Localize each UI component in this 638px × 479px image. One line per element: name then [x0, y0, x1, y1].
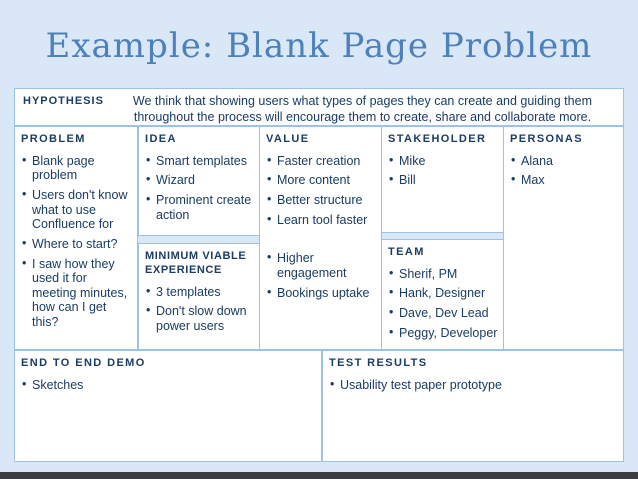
list-item: I saw how they used it for meeting minut… — [21, 255, 133, 330]
list-item: Prominent create action — [145, 192, 255, 222]
end-to-end-demo-box: END TO END DEMO Sketches — [14, 350, 322, 462]
stakeholder-box: STAKEHOLDER Mike Bill — [381, 126, 504, 233]
personas-list: Alana Max — [510, 153, 619, 188]
hypothesis-label: HYPOTHESIS — [23, 95, 104, 107]
test-results-list: Usability test paper prototype — [329, 377, 619, 393]
list-item: 3 templates — [145, 284, 255, 300]
list-item: Don't slow down power users — [145, 303, 255, 333]
list-item: Learn tool faster — [266, 212, 377, 228]
value-list: Faster creation More content Better stru… — [266, 153, 377, 301]
list-item: Blank page problem — [21, 153, 133, 183]
problem-list: Blank page problem Users don't know what… — [21, 153, 133, 330]
list-item: Higher engagement — [266, 250, 377, 280]
personas-box: PERSONAS Alana Max — [503, 126, 624, 350]
list-item: Where to start? — [21, 236, 133, 252]
stakeholder-list: Mike Bill — [388, 153, 499, 188]
list-item: Hank, Designer — [388, 285, 499, 301]
idea-box: IDEA Smart templates Wizard Prominent cr… — [138, 126, 260, 236]
minimum-viable-experience-title: MINIMUM VIABLE EXPERIENCE — [145, 250, 247, 276]
value-title: VALUE — [266, 133, 310, 145]
problem-box: PROBLEM Blank page problem Users don't k… — [14, 126, 138, 350]
list-item: Mike — [388, 153, 499, 169]
problem-title: PROBLEM — [21, 133, 86, 145]
team-title: TEAM — [388, 246, 425, 258]
value-box: VALUE Faster creation More content Bette… — [259, 126, 382, 350]
stakeholder-title: STAKEHOLDER — [388, 133, 487, 145]
idea-list: Smart templates Wizard Prominent create … — [145, 153, 255, 223]
list-item: More content — [266, 172, 377, 188]
minimum-viable-experience-box: MINIMUM VIABLE EXPERIENCE 3 templates Do… — [138, 243, 260, 350]
list-item: Bookings uptake — [266, 285, 377, 301]
list-item: Sherif, PM — [388, 266, 499, 282]
bottom-bar — [0, 472, 638, 479]
list-item: Better structure — [266, 192, 377, 208]
page-title: Example: Blank Page Problem — [45, 26, 593, 66]
test-results-title: TEST RESULTS — [329, 357, 428, 369]
list-item: Sketches — [21, 377, 317, 393]
list-item: Usability test paper prototype — [329, 377, 619, 393]
list-item: Wizard — [145, 172, 255, 188]
list-item: Alana — [510, 153, 619, 169]
list-item: Faster creation — [266, 153, 377, 169]
end-to-end-demo-title: END TO END DEMO — [21, 357, 146, 369]
list-item: Bill — [388, 172, 499, 188]
team-list: Sherif, PM Hank, Designer Dave, Dev Lead… — [388, 266, 499, 341]
list-item: Users don't know what to use Confluence … — [21, 187, 133, 232]
list-item: Max — [510, 172, 619, 188]
hypothesis-box: HYPOTHESIS We think that showing users w… — [14, 88, 624, 126]
hypothesis-text: We think that showing users what types o… — [132, 94, 592, 124]
team-box: TEAM Sherif, PM Hank, Designer Dave, Dev… — [381, 239, 504, 350]
personas-title: PERSONAS — [510, 133, 583, 145]
list-item: Peggy, Developer — [388, 325, 499, 341]
end-to-end-demo-list: Sketches — [21, 377, 317, 393]
list-item: Dave, Dev Lead — [388, 305, 499, 321]
list-item: Smart templates — [145, 153, 255, 169]
minimum-viable-experience-list: 3 templates Don't slow down power users — [145, 284, 255, 334]
idea-title: IDEA — [145, 133, 177, 145]
test-results-box: TEST RESULTS Usability test paper protot… — [322, 350, 624, 462]
